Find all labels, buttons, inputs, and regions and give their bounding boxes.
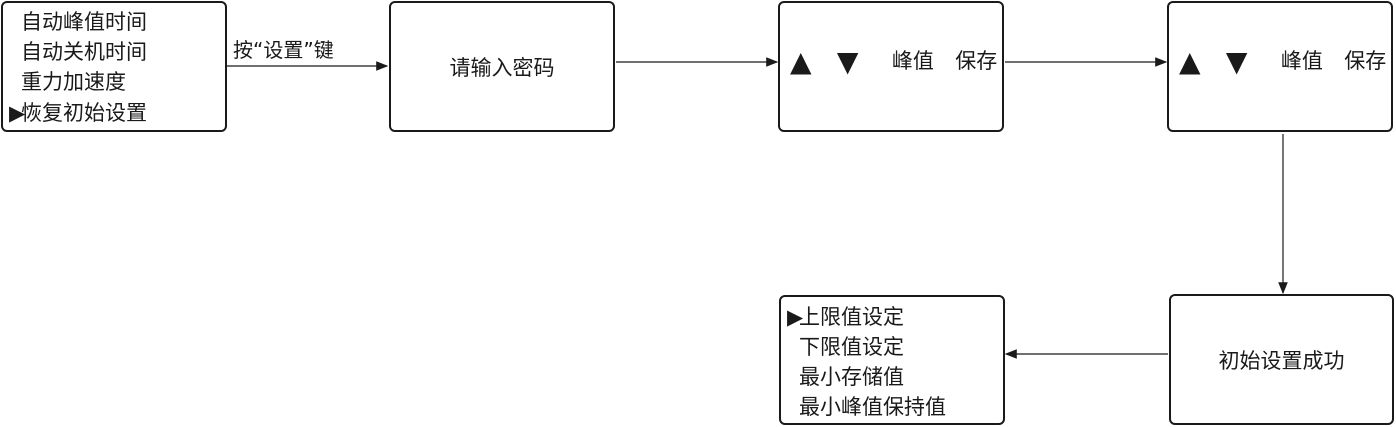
success-message: 初始设置成功 bbox=[1218, 348, 1345, 373]
peak-save-screen-a: ▲ ▼ 峰值 保存 bbox=[778, 1, 1004, 132]
menu1-item-label: 恢复初始设置 bbox=[21, 101, 147, 125]
menu2-item-label: 最小存储值 bbox=[799, 365, 904, 389]
menu2-item-label: 上限值设定 bbox=[799, 305, 904, 329]
menu-box-2: ▶上限值设定 下限值设定 最小存储值 最小峰值保持值 bbox=[779, 295, 1005, 425]
menu1-item: 自动峰值时间 bbox=[9, 7, 147, 37]
peak-label: 峰值 bbox=[891, 49, 934, 73]
pointer-triangle-icon: ▶ bbox=[9, 101, 26, 125]
save-label: 保存 bbox=[955, 49, 998, 73]
peak-save-screen-b: ▲ ▼ 峰值 保存 bbox=[1167, 1, 1393, 132]
success-box: 初始设置成功 bbox=[1169, 294, 1394, 425]
save-label: 保存 bbox=[1344, 49, 1387, 73]
screen-a-row: ▲ ▼ 峰值 保存 bbox=[790, 45, 997, 76]
menu-box-1: 自动峰值时间 自动关机时间 重力加速度 ▶恢复初始设置 bbox=[1, 1, 227, 132]
screen-b-row: ▲ ▼ 峰值 保存 bbox=[1179, 45, 1386, 76]
menu1-item: 自动关机时间 bbox=[9, 37, 147, 67]
menu2-item-label: 下限值设定 bbox=[799, 335, 904, 359]
menu1-item-label: 重力加速度 bbox=[21, 70, 126, 94]
password-box: 请输入密码 bbox=[389, 1, 615, 132]
menu1-item: 重力加速度 bbox=[9, 67, 126, 97]
menu2-item: 最小峰值保持值 bbox=[787, 392, 946, 422]
edge-label-settings-key: 按“设置”键 bbox=[233, 38, 334, 62]
menu2-item: 下限值设定 bbox=[787, 332, 904, 362]
peak-label: 峰值 bbox=[1280, 49, 1323, 73]
password-prompt: 请输入密码 bbox=[449, 55, 555, 80]
menu2-item-label: 最小峰值保持值 bbox=[799, 395, 946, 419]
menu1-item-label: 自动关机时间 bbox=[21, 40, 147, 64]
menu1-item-label: 自动峰值时间 bbox=[21, 10, 147, 34]
up-triangle-icon: ▲ bbox=[790, 45, 812, 78]
down-triangle-icon: ▼ bbox=[1225, 45, 1248, 78]
menu2-item: 最小存储值 bbox=[787, 362, 904, 392]
down-triangle-icon: ▼ bbox=[836, 45, 859, 78]
menu1-item-selected: ▶恢复初始设置 bbox=[9, 98, 147, 128]
pointer-triangle-icon: ▶ bbox=[787, 305, 804, 329]
menu2-item-selected: ▶上限值设定 bbox=[787, 302, 904, 332]
up-triangle-icon: ▲ bbox=[1179, 45, 1201, 78]
